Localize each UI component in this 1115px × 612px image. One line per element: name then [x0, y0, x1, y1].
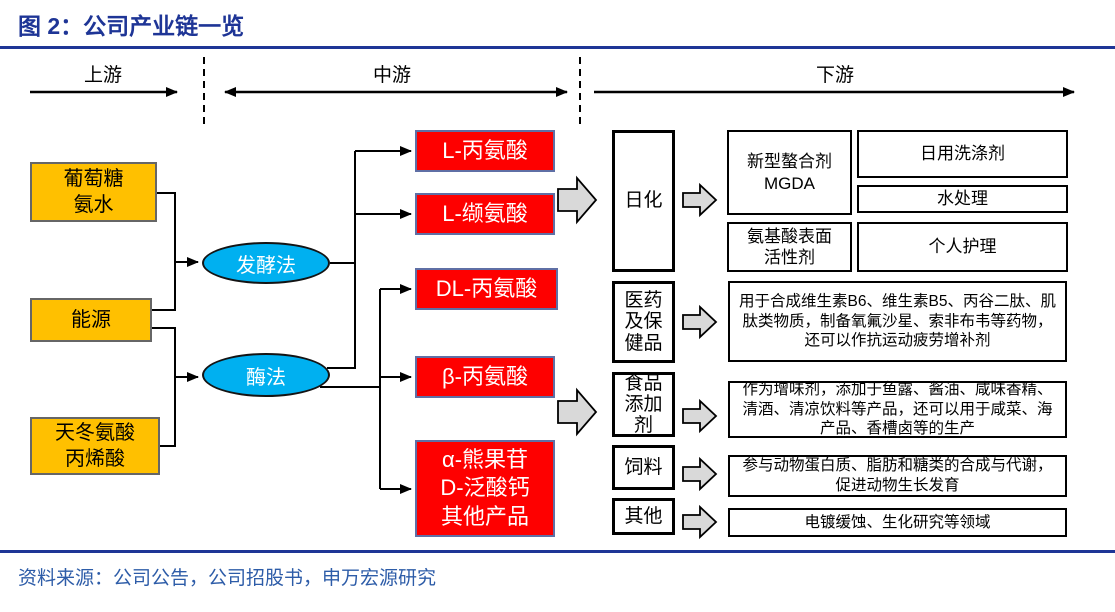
product-box-other-products: α-熊果苷 D-泛酸钙 其他产品 [415, 440, 555, 537]
process-ellipse-fermentation: 发酵法 [202, 242, 330, 284]
block-arrow-food-apps-icon [682, 398, 718, 434]
category-box-feed: 饲料 [612, 445, 675, 490]
connector-trunk-a [327, 151, 356, 369]
app-box-personal-care: 个人护理 [857, 222, 1068, 272]
input-box-glucose-ammonia: 葡萄糖 氨水 [30, 162, 157, 222]
block-arrow-feed-apps-icon [682, 456, 718, 492]
block-arrow-daily-chem-apps-icon [682, 182, 718, 218]
source-note: 资料来源：公司公告，公司招股书，申万宏源研究 [18, 568, 437, 589]
block-arrow-pharma-apps-icon [682, 304, 718, 340]
footer-divider [0, 550, 1115, 553]
lane-label-downstream: 下游 [815, 65, 855, 86]
block-arrow-to-daily-chem-icon [557, 175, 598, 225]
lane-label-upstream: 上游 [83, 65, 123, 86]
category-box-food-additive: 食品 添加 剂 [612, 372, 675, 437]
title-divider [0, 46, 1115, 49]
product-box-l-alanine: L-丙氨酸 [415, 130, 555, 172]
desc-box-pharma: 用于合成维生素B6、维生素B5、丙谷二肽、肌肽类物质，制备氧氟沙星、索非布韦等药… [728, 281, 1067, 362]
product-box-dl-alanine: DL-丙氨酸 [415, 268, 558, 310]
desc-box-food: 作为增味剂，添加于鱼露、酱油、咸味香精、清酒、清凉饮料等产品，还可以用于咸菜、海… [728, 381, 1067, 438]
app-box-amino-surfactant: 氨基酸表面 活性剂 [727, 222, 852, 272]
desc-box-feed: 参与动物蛋白质、脂肪和糖类的合成与代谢，促进动物生长发育 [728, 455, 1067, 497]
category-box-other: 其他 [612, 498, 675, 535]
figure-title: 图 2：公司产业链一览 [18, 13, 245, 39]
desc-box-other: 电镀缓蚀、生化研究等领域 [728, 508, 1067, 537]
block-arrow-other-apps-icon [682, 504, 718, 540]
product-box-beta-alanine: β-丙氨酸 [415, 356, 555, 398]
connector-inputs-to-enzyme [152, 327, 176, 447]
connector-trunk-b [320, 289, 381, 489]
input-box-energy: 能源 [30, 298, 152, 342]
input-box-aspartic-acrylic: 天冬氨酸 丙烯酸 [30, 417, 160, 475]
lane-label-midstream: 中游 [372, 65, 412, 86]
product-box-l-valine: L-缬氨酸 [415, 193, 555, 235]
block-arrow-to-food-additive-icon [557, 387, 598, 437]
category-box-daily-chem: 日化 [612, 130, 675, 272]
app-box-detergent: 日用洗涤剂 [857, 130, 1068, 178]
process-ellipse-enzyme: 酶法 [202, 353, 330, 397]
category-box-pharma: 医药 及保 健品 [612, 281, 675, 363]
connector-inputs-to-fermentation [152, 192, 176, 311]
app-box-mgda: 新型螯合剂 MGDA [727, 130, 852, 215]
app-box-water-treatment: 水处理 [857, 185, 1068, 213]
